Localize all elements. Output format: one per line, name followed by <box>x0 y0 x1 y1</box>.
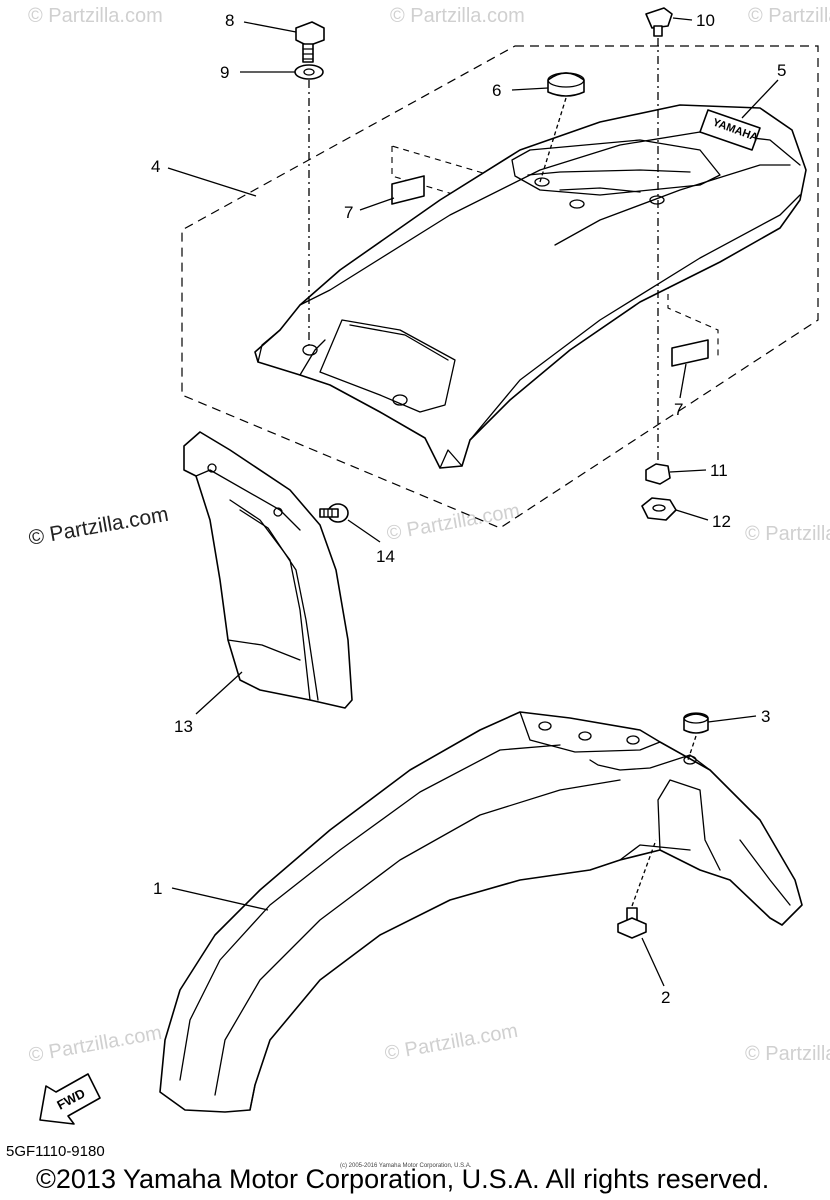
grommet-6 <box>539 72 585 183</box>
watermark: © Partzilla.com <box>745 1043 830 1065</box>
bolt-2 <box>617 839 657 939</box>
callout-1: 1 <box>153 879 162 898</box>
mud-flap <box>183 431 353 709</box>
copyright-notice: ©2013 Yamaha Motor Corporation, U.S.A. A… <box>36 1164 770 1194</box>
watermark-strong: © Partzilla.com <box>27 503 170 550</box>
washer-9 <box>294 64 324 80</box>
bolt-8 <box>295 21 325 63</box>
decal-7-left <box>391 175 425 205</box>
callout-10: 10 <box>696 11 715 30</box>
watermark: © Partzilla.com <box>27 1022 164 1067</box>
assembly-outline <box>181 45 819 529</box>
decal-plane-right <box>667 283 719 356</box>
callout-3: 3 <box>761 707 770 726</box>
bolt-10 <box>645 7 673 37</box>
screw-14 <box>319 503 349 523</box>
flange-nut-12 <box>641 497 677 521</box>
callout-8: 8 <box>225 11 234 30</box>
callout-5: 5 <box>777 61 786 80</box>
watermark: © Partzilla.com <box>385 500 522 545</box>
callout-7-right: 7 <box>674 400 683 419</box>
watermark: © Partzilla.com <box>748 5 830 27</box>
callout-11: 11 <box>710 461 728 480</box>
callout-14: 14 <box>376 547 395 566</box>
rear-fender: YAMAHA <box>254 104 807 469</box>
callout-2: 2 <box>661 988 670 1007</box>
callout-7-left: 7 <box>344 203 353 222</box>
micro-copyright: (c) 2005-2016 Yamaha Motor Corporation, … <box>340 1163 472 1169</box>
callout-labels: 1 2 3 4 5 6 7 7 8 9 10 11 12 13 14 <box>151 11 786 1007</box>
diagram-code: 5GF1110-9180 <box>6 1143 105 1160</box>
watermark: © Partzilla.com <box>745 523 830 545</box>
watermark: © Partzilla.com <box>28 5 163 27</box>
callout-9: 9 <box>220 63 229 82</box>
watermark: © Partzilla.com <box>390 5 525 27</box>
nut-11 <box>645 463 671 485</box>
decal-7-right <box>671 339 709 367</box>
callout-leaders <box>167 17 779 987</box>
callout-6: 6 <box>492 81 501 100</box>
grommet-3 <box>683 712 709 761</box>
callout-4: 4 <box>151 157 160 176</box>
callout-13: 13 <box>174 717 193 736</box>
front-fender <box>159 711 803 1113</box>
callout-12: 12 <box>712 512 731 531</box>
watermark: © Partzilla.com <box>383 1020 520 1065</box>
forward-arrow-icon: FWD <box>39 1073 101 1125</box>
